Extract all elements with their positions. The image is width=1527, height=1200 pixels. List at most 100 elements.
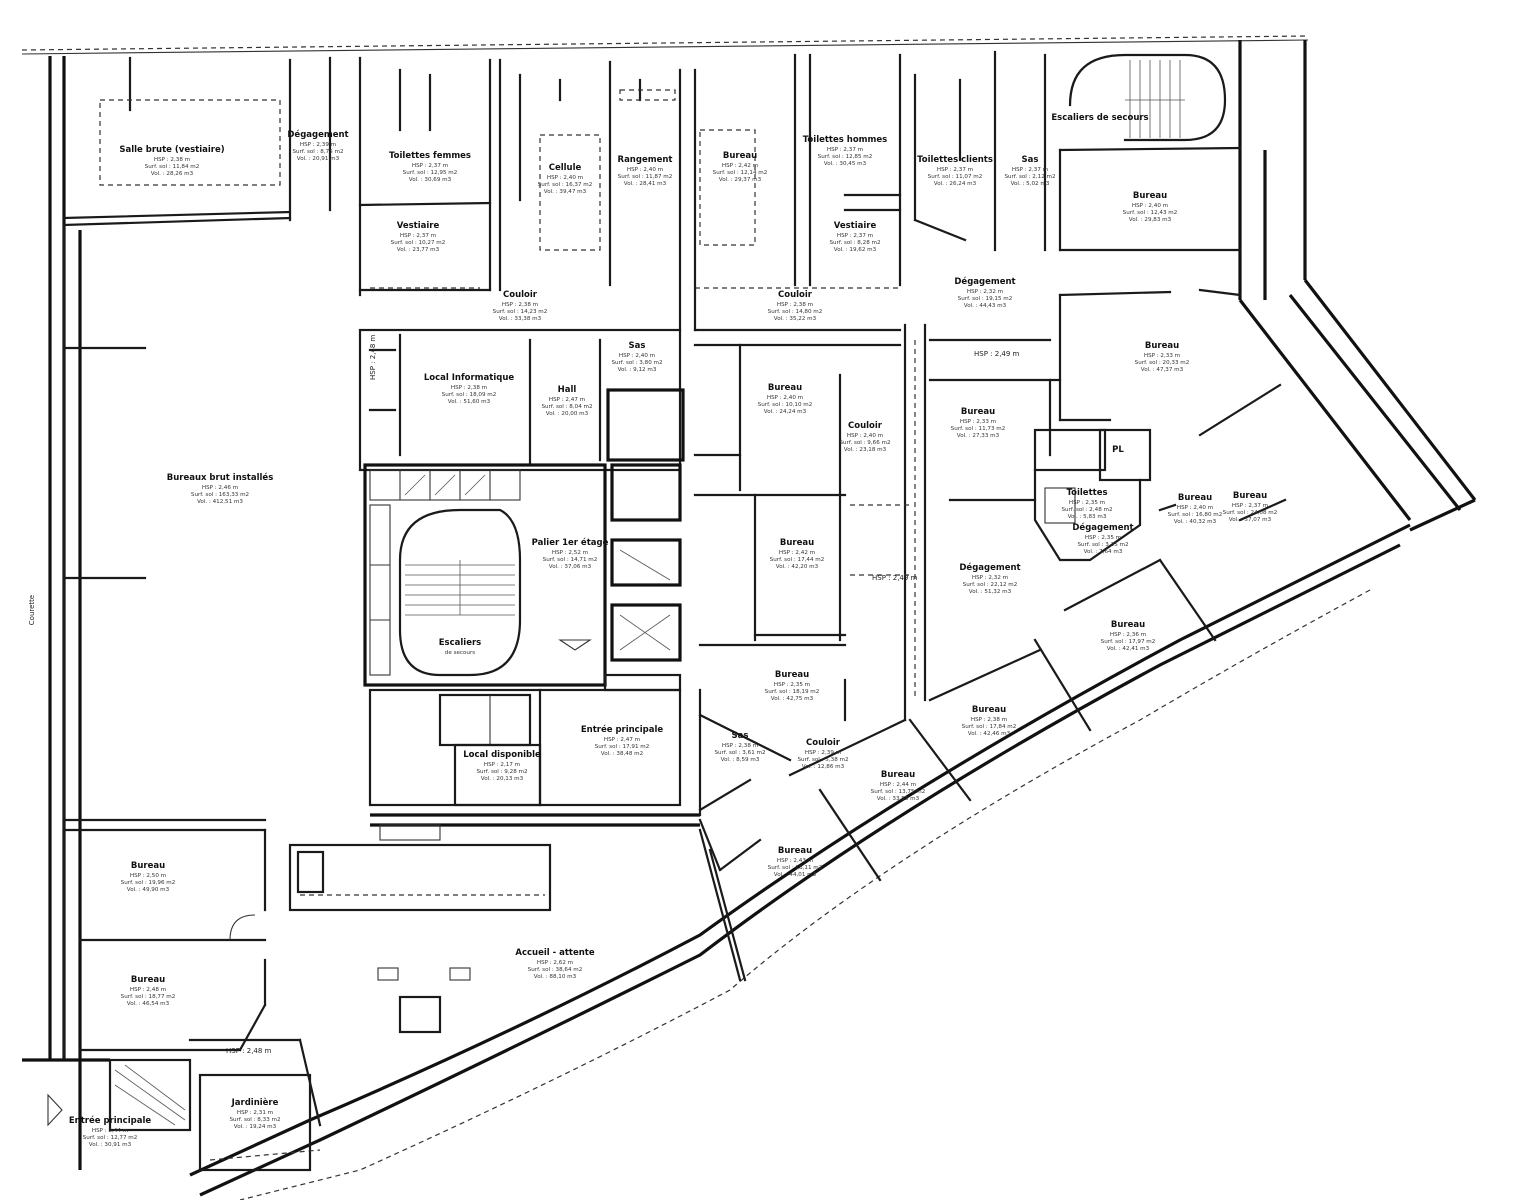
room-measure: Vol. : 9,12 m3 — [618, 367, 657, 373]
room-measure: HSP : 2,33 m — [1144, 353, 1180, 359]
room-measure: Surf. sol : 22,12 m2 — [963, 582, 1018, 588]
room-name: Escaliers — [439, 638, 481, 648]
room-measure: HSP : 2,37 m — [837, 233, 873, 239]
room-measure: HSP : 2,17 m — [484, 762, 520, 768]
room-measure: Surf. sol : 2,48 m2 — [1061, 507, 1112, 513]
room-measure: Vol. : 38,48 m2 — [601, 751, 643, 757]
room-measure: Vol. : 23,18 m3 — [844, 447, 887, 453]
room-measure: Surf. sol : 5,38 m2 — [797, 757, 848, 763]
room-measure: Surf. sol : 18,77 m2 — [121, 994, 176, 1000]
room-measure: Vol. : 30,45 m3 — [824, 161, 867, 167]
room-measure: Surf. sol : 17,84 m2 — [962, 724, 1017, 730]
room-name: Couloir — [848, 421, 883, 431]
room-measure: Vol. : 27,33 m3 — [957, 433, 1000, 439]
room-name: Bureau — [1145, 341, 1179, 351]
room-measure: Vol. : 44,43 m3 — [964, 303, 1007, 309]
room-measure: Vol. : 28,41 m3 — [624, 181, 667, 187]
room-measure: Vol. : 12,86 m3 — [802, 764, 845, 770]
room-measure: Surf. sol : 8,28 m2 — [829, 240, 880, 246]
room-name: Bureaux brut installés — [167, 472, 274, 483]
room-measure: Surf. sol : 3,61 m2 — [714, 750, 765, 756]
room-measure: HSP : 2,38 m — [971, 717, 1007, 723]
room-measure: HSP : 2,35 m — [774, 682, 810, 688]
room-measure: HSP : 2,42 m — [722, 163, 758, 169]
room-measure: Vol. : 20,13 m3 — [481, 776, 524, 782]
room-measure: Vol. : 42,20 m3 — [776, 564, 819, 570]
room-measure: Surf. sol : 38,64 m2 — [528, 967, 583, 973]
room-measure: Surf. sol : 24,08 m2 — [1223, 510, 1278, 516]
room-measure: Surf. sol : 18,09 m2 — [442, 392, 497, 398]
room-measure: HSP : 2,35 m — [1069, 500, 1105, 506]
room-measure: HSP : 2,37 m — [827, 147, 863, 153]
room-measure: HSP : 2,40 m — [627, 167, 663, 173]
room-name: Accueil - attente — [515, 948, 594, 958]
room-name: Bureau — [1133, 191, 1167, 201]
room-measure: Vol. : 5,02 m3 — [1011, 181, 1050, 187]
room-name: Bureau — [723, 151, 757, 161]
room-name: PL — [1112, 445, 1124, 455]
room-measure: HSP : 2,32 m — [972, 575, 1008, 581]
room-measure: HSP : 2,35 m — [1085, 535, 1121, 541]
room-measure: Surf. sol : 13,75 m2 — [871, 789, 926, 795]
room-name: Salle brute (vestiaire) — [119, 145, 224, 155]
room-measure: Vol. : 42,41 m3 — [1107, 646, 1150, 652]
room-measure: Vol. : 35,22 m3 — [774, 316, 817, 322]
room-measure: Vol. : 51,32 m3 — [969, 589, 1012, 595]
room-name: Bureau — [1178, 493, 1212, 503]
room-measure: Vol. : 28,26 m3 — [151, 171, 194, 177]
room-name: Toilettes clients — [917, 155, 993, 165]
room-measure: Surf. sol : 10,10 m2 — [758, 402, 813, 408]
room-name: Bureau — [131, 861, 165, 871]
room-name: Toilettes — [1066, 488, 1107, 498]
room-measure: HSP : 2,37 m — [1232, 503, 1268, 509]
room-measure: HSP : 2,62 m — [537, 960, 573, 966]
room-name: Bureau — [1111, 620, 1145, 630]
top-row-partitions — [62, 50, 1242, 332]
room-measure: Vol. : 29,37 m3 — [719, 177, 762, 183]
room-name: Bureau — [780, 538, 814, 548]
room-measure: HSP : 2,40 m — [619, 353, 655, 359]
room-measure: Surf. sol : 17,44 m2 — [770, 557, 825, 563]
room-measure: HSP : 2,38 m — [777, 302, 813, 308]
room-measure: Surf. sol : 16,37 m2 — [538, 182, 593, 188]
room-measure: HSP : 2,47 m — [549, 397, 585, 403]
room-measure: Vol. : 46,54 m3 — [127, 1001, 170, 1007]
room-measure: Surf. sol : 11,84 m2 — [145, 164, 200, 170]
room-name: Local disponible — [463, 750, 541, 760]
room-measure: Vol. : 51,60 m3 — [448, 399, 491, 405]
left-partitions — [62, 346, 552, 1172]
room-measure: Vol. : 42,75 m3 — [771, 696, 814, 702]
room-measure: HSP : 2,37 m — [412, 163, 448, 169]
room-measure: Vol. : 88,10 m3 — [534, 974, 577, 980]
room-measure: HSP : 2,38 m — [722, 743, 758, 749]
room-measure: Vol. : 33,55 m3 — [877, 796, 920, 802]
room-measure: Vol. : 412,51 m3 — [197, 499, 243, 505]
outer-walls — [22, 40, 1477, 1200]
room-measure: Surf. sol : 17,97 m2 — [1101, 639, 1156, 645]
room-measure: HSP : 2,36 m — [1110, 632, 1146, 638]
room-measure: Surf. sol : 20,33 m2 — [1135, 360, 1190, 366]
room-measure: HSP : 2,33 m — [960, 419, 996, 425]
room-measure: Surf. sol : 3,25 m2 — [1077, 542, 1128, 548]
room-measure: Vol. : 8,59 m3 — [721, 757, 760, 763]
room-measure: Surf. sol : 3,80 m2 — [611, 360, 662, 366]
room-measure: Vol. : 24,24 m3 — [764, 409, 807, 415]
room-measure: Surf. sol : 14,71 m2 — [543, 557, 598, 563]
room-name: Couloir — [806, 738, 841, 748]
